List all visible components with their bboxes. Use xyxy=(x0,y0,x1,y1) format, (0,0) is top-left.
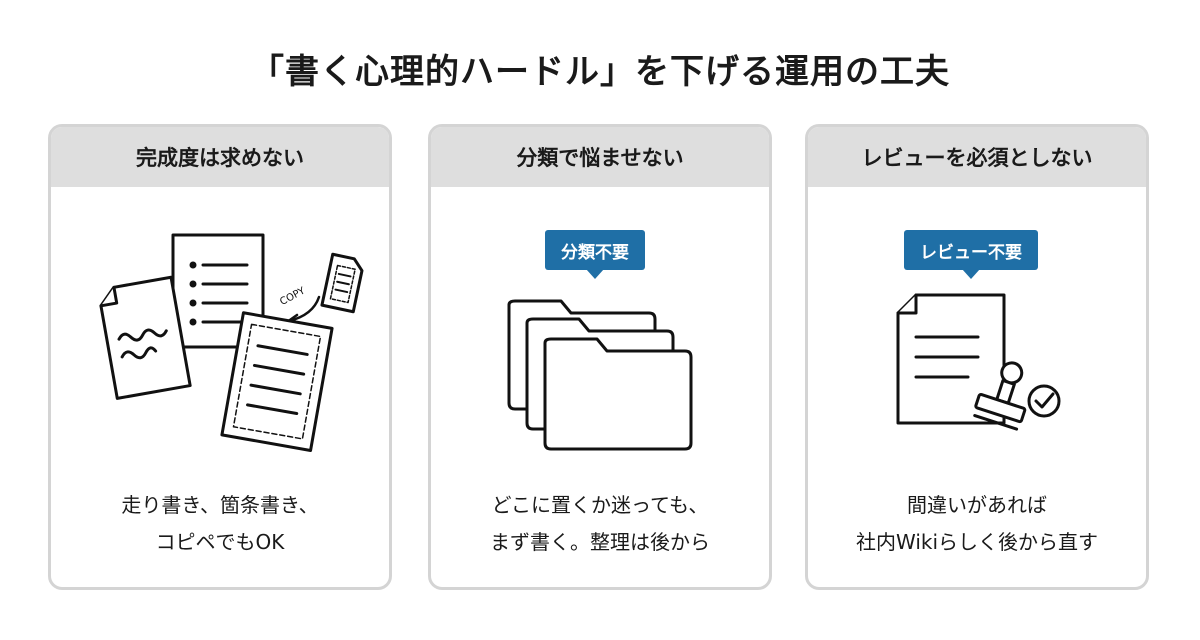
card-no-review: レビューを必須としない レビュー不要 間違いがあれば 社内W xyxy=(805,124,1149,590)
folder-icon xyxy=(543,337,693,451)
document-icon xyxy=(896,293,1006,425)
scattered-notes-illustration: COPY xyxy=(99,233,364,452)
approval-document-illustration xyxy=(896,293,1061,431)
card-caption: 間違いがあれば 社内Wikiらしく後から直す xyxy=(808,487,1146,561)
card-no-categorization: 分類で悩ませない 分類不要 どこに置くか迷っても、 まず書く。整理は後から xyxy=(428,124,772,590)
caption-line: 間違いがあれば xyxy=(907,493,1047,517)
card-heading: レビューを必須としない xyxy=(808,127,1146,187)
no-categorization-badge: 分類不要 xyxy=(545,230,645,279)
pasted-document-icon xyxy=(220,311,334,452)
bullet-list-document-icon xyxy=(171,233,265,349)
caption-line: 社内Wikiらしく後から直す xyxy=(855,530,1099,554)
scribble-note-icon xyxy=(99,275,192,400)
copy-arrow-icon xyxy=(287,295,321,323)
card-heading: 完成度は求めない xyxy=(51,127,389,187)
card-caption: 走り書き、箇条書き、 コピペでもOK xyxy=(51,487,389,561)
card-caption: どこに置くか迷っても、 まず書く。整理は後から xyxy=(431,487,769,561)
stacked-folders-illustration xyxy=(507,299,693,451)
page-title: 「書く心理的ハードル」を下げる運用の工夫 xyxy=(250,52,950,92)
checkmark-icon xyxy=(1027,384,1061,418)
card-no-perfection: 完成度は求めない xyxy=(48,124,392,590)
small-source-document-icon xyxy=(320,252,364,314)
caption-line: 走り書き、箇条書き、 xyxy=(121,493,319,517)
copy-label: COPY xyxy=(278,285,308,308)
caption-line: どこに置くか迷っても、 xyxy=(491,493,709,517)
card-heading: 分類で悩ませない xyxy=(431,127,769,187)
caption-line: まず書く。整理は後から xyxy=(490,530,710,554)
stamp-icon xyxy=(973,361,1027,431)
no-review-badge: レビュー不要 xyxy=(904,230,1038,279)
caption-line: コピペでもOK xyxy=(155,530,285,554)
